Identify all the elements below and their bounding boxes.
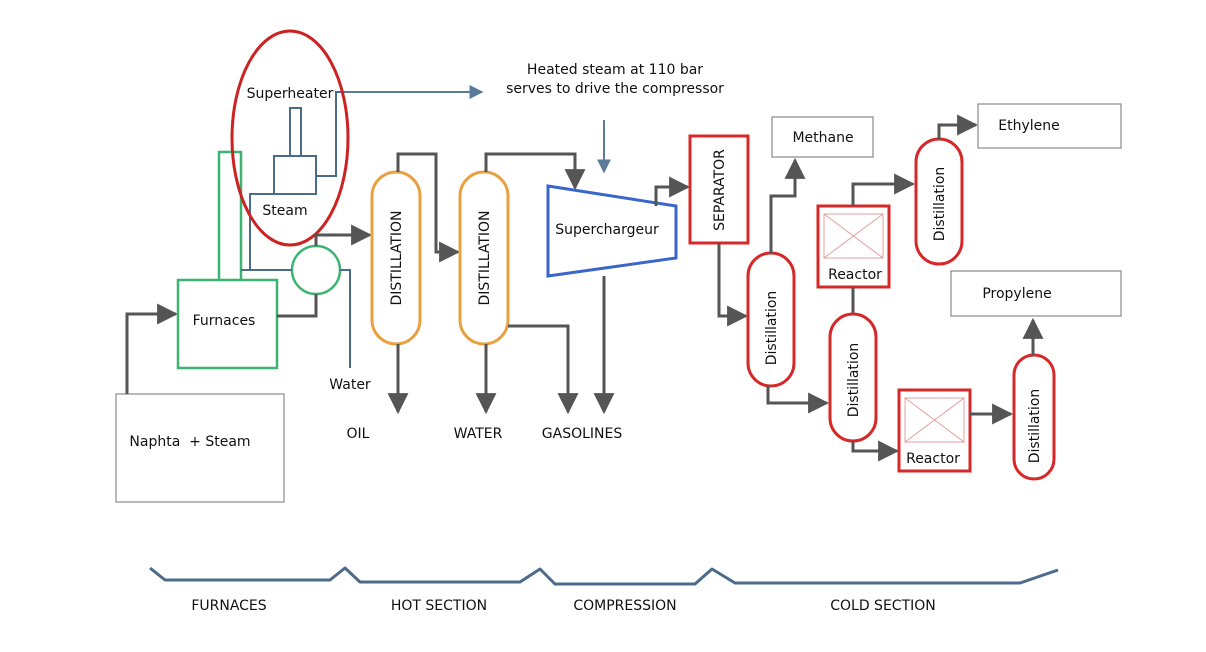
superheater-highlight: [230, 29, 350, 247]
gasoline-outlet-pipe: [508, 324, 579, 415]
water-label: Water: [329, 377, 371, 393]
propylene-box: [950, 270, 1122, 317]
methane-label: Methane: [792, 130, 853, 146]
cold-distillation-4-label: Distillation: [1027, 389, 1043, 464]
water-line: [340, 269, 351, 368]
annotation-line-2: serves to drive the compressor: [506, 81, 724, 97]
oil-label: OIL: [347, 426, 370, 442]
furnaces-box: [176, 278, 279, 370]
reactor-2: [897, 388, 972, 473]
compressor-label: Superchargeur: [555, 222, 659, 238]
feed-box: [115, 393, 285, 503]
compressor-to-separator-pipe: [654, 176, 691, 206]
reactor-1-label: Reactor: [828, 267, 882, 283]
furnaces-label: Furnaces: [193, 313, 256, 329]
ethylene-box: [977, 103, 1122, 149]
separator-label: SEPARATOR: [712, 149, 728, 231]
separator: [688, 134, 750, 245]
section-bracket-line: [149, 566, 1059, 586]
furnace-outlet-pipe: [277, 294, 318, 318]
section-furnaces-label: FURNACES: [191, 598, 266, 614]
reactor-2-cross-b: [904, 397, 965, 443]
methane-box: [771, 116, 874, 158]
section-compression-label: COMPRESSION: [573, 598, 676, 614]
reactor-1-bed: [823, 213, 884, 259]
ethylene-label: Ethylene: [998, 118, 1059, 134]
feed-to-furnaces-pipe: [125, 303, 179, 394]
reactor-2-bed: [904, 397, 965, 443]
cold-distillation-1-label: Distillation: [764, 291, 780, 366]
section-hot-label: HOT SECTION: [391, 598, 487, 614]
ethylene-outlet-pipe: [937, 114, 979, 139]
cold-dist1-to-dist2-pipe: [766, 386, 830, 414]
methane-outlet-pipe: [769, 157, 806, 253]
furnace-chimney: [217, 150, 243, 280]
steam-label: Steam: [262, 203, 307, 219]
hot-distillation-column-2: [458, 170, 510, 346]
annotation-line-1: Heated steam at 110 bar: [527, 62, 703, 78]
compressor: [546, 184, 678, 278]
cold-distillation-3-label: Distillation: [932, 167, 948, 242]
section-cold-label: COLD SECTION: [830, 598, 936, 614]
heat-exchanger: [290, 244, 342, 296]
superheater-label: Superheater: [247, 86, 334, 102]
dist1-to-dist2-pipe: [396, 152, 461, 263]
exchanger-to-dist1-pipe: [314, 224, 373, 246]
hot-distillation-1-label: DISTILLATION: [389, 210, 405, 305]
water-output-label: WATER: [454, 426, 503, 442]
gasolines-label: GASOLINES: [542, 426, 623, 442]
drum-downcomer-line: [249, 193, 274, 270]
superheater-coil: [289, 107, 302, 157]
feed-label: Naphta + Steam: [129, 434, 250, 450]
reactor-1-cross-b: [823, 213, 884, 259]
hot-distillation-2-label: DISTILLATION: [477, 210, 493, 305]
steam-riser-line: [316, 91, 345, 177]
hot-distillation-column-1: [370, 170, 422, 346]
reactor1-to-dist3-pipe: [851, 173, 916, 206]
dist2-to-compressor-pipe: [484, 152, 586, 191]
propylene-label: Propylene: [982, 286, 1051, 302]
separator-to-cold-dist1-pipe: [717, 243, 749, 327]
steam-drum: [273, 155, 317, 195]
cold-distillation-2-label: Distillation: [846, 343, 862, 418]
reactor-2-label: Reactor: [906, 451, 960, 467]
cold-dist2-to-reactor2-pipe: [851, 440, 900, 462]
